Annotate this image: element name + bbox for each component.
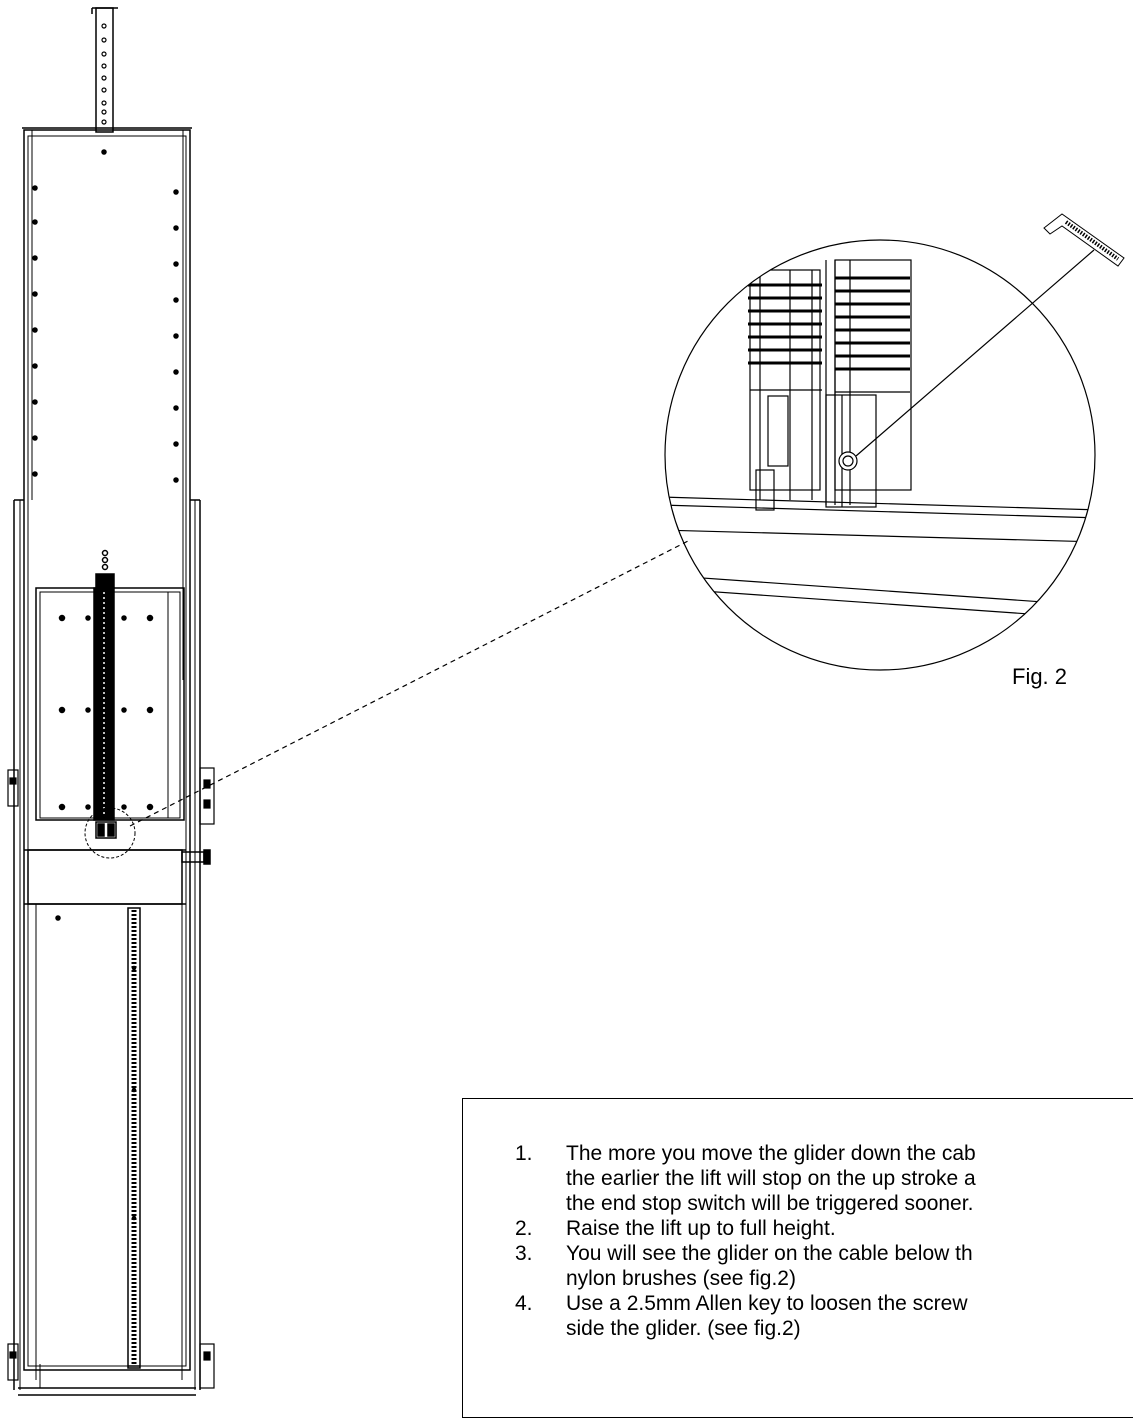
detail-magnifier-circle <box>664 239 1096 671</box>
carriage-top-block <box>95 573 115 589</box>
upper-section <box>23 129 191 1371</box>
allen-key-leader-line <box>855 249 1095 457</box>
extension-bar-holes <box>101 23 107 125</box>
instruction-step: 4. Use a 2.5mm Allen key to loosen the s… <box>515 1291 976 1341</box>
nylon-brushes <box>748 259 912 511</box>
glider-screw-icon <box>838 451 858 471</box>
step-text-line: side the glider. (see fig.2) <box>566 1317 801 1340</box>
instruction-step: 1. The more you move the glider down the… <box>515 1141 976 1216</box>
step-text-line: Use a 2.5mm Allen key to loosen the scre… <box>566 1292 968 1315</box>
upper-side-holes <box>32 185 179 483</box>
step-number: 2. <box>515 1217 533 1240</box>
glider-body <box>825 394 877 508</box>
step-text-line: nylon brushes (see fig.2) <box>566 1267 796 1290</box>
step-text: Raise the lift up to full height. <box>566 1216 836 1241</box>
step-text-line: The more you move the glider down the ca… <box>566 1142 976 1165</box>
step-text-line: You will see the glider on the cable bel… <box>566 1242 973 1265</box>
instruction-list: 1. The more you move the glider down the… <box>515 1141 976 1341</box>
step-number: 1. <box>515 1142 533 1165</box>
detail-leader-line <box>129 539 691 827</box>
step-text-line: the earlier the lift will stop on the up… <box>566 1167 976 1190</box>
detail-reference-circle <box>84 807 136 859</box>
allen-key-icon <box>1043 213 1125 267</box>
step-number: 3. <box>515 1242 533 1265</box>
carriage-holes <box>58 614 154 811</box>
step-text: You will see the glider on the cable bel… <box>566 1241 973 1291</box>
instruction-step: 2. Raise the lift up to full height. <box>515 1216 976 1241</box>
instruction-step: 3. You will see the glider on the cable … <box>515 1241 976 1291</box>
step-text-line: Raise the lift up to full height. <box>566 1217 836 1240</box>
lift-column-drawing <box>7 7 215 1396</box>
housing-band <box>27 849 183 905</box>
step-text: Use a 2.5mm Allen key to loosen the scre… <box>566 1291 968 1341</box>
instructions-box: 1. The more you move the glider down the… <box>462 1098 1133 1418</box>
side-clamps <box>7 767 215 1389</box>
step-number: 4. <box>515 1292 533 1315</box>
step-text-line: the end stop switch will be triggered so… <box>566 1192 974 1215</box>
figure-label: Fig. 2 <box>1012 664 1068 689</box>
step-text: The more you move the glider down the ca… <box>566 1141 976 1216</box>
